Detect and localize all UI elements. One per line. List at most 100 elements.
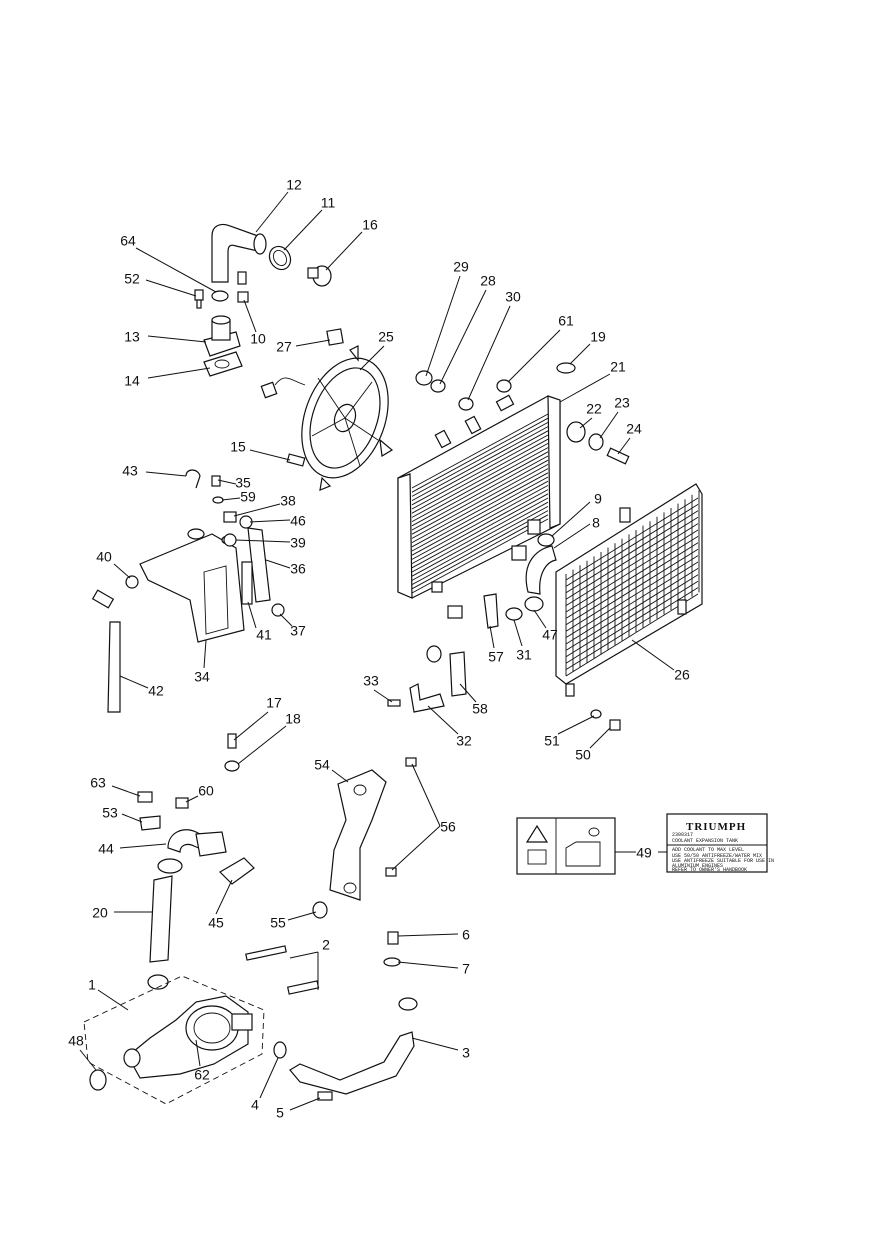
fin: [411, 489, 549, 564]
bracket-32: [409, 683, 445, 713]
gasket-14: [203, 351, 243, 377]
bolt-52: [194, 289, 204, 309]
grommet-22-low: [426, 645, 442, 663]
leader-47: [533, 609, 547, 629]
callout-25: 25: [378, 329, 394, 345]
bolt-63: [137, 791, 153, 803]
leader-16: [325, 231, 363, 271]
callout-2: 2: [322, 937, 330, 953]
washer-61: [496, 379, 512, 393]
fin: [411, 476, 549, 552]
mesh-line: [565, 548, 699, 632]
leader-11: [283, 209, 323, 251]
leader-36: [265, 559, 291, 569]
leader-13: [147, 335, 207, 343]
clip-9-right: [398, 997, 418, 1011]
grommet-22-mid: [511, 545, 527, 561]
leader-61: [507, 329, 561, 383]
callout-3: 3: [462, 1045, 470, 1061]
fin: [411, 451, 549, 527]
mesh-line: [565, 555, 699, 638]
pipe-44: [167, 829, 227, 857]
hose-20: [149, 875, 173, 963]
callout-59: 59: [240, 489, 256, 505]
callout-48: 48: [68, 1033, 84, 1049]
o-ring-48: [89, 1069, 107, 1091]
top-hose: [211, 223, 267, 283]
leader-23: [599, 411, 619, 439]
callout-29: 29: [453, 259, 469, 275]
callout-61: 61: [558, 313, 574, 329]
callout-57: 57: [488, 649, 504, 665]
leader-40: [113, 563, 131, 579]
fin: [411, 455, 549, 531]
leader-50: [589, 727, 611, 749]
hose-42: [107, 621, 121, 713]
callout-11: 11: [321, 195, 336, 211]
callout-9: 9: [594, 491, 602, 507]
mesh-line: [565, 542, 699, 626]
leader-35: [217, 479, 237, 485]
clip-9-upper: [537, 533, 555, 547]
leader-24: [617, 437, 631, 455]
leader-56: [411, 763, 441, 827]
fin: [411, 493, 549, 569]
callout-15: 15: [230, 439, 246, 455]
leader-34: [203, 639, 207, 669]
callout-53: 53: [102, 805, 118, 821]
side-cover-54: [329, 769, 387, 901]
washer-59: [212, 496, 224, 504]
fin: [411, 422, 549, 497]
leader-10: [243, 299, 257, 333]
label-line1: ADD COOLANT TO MAX LEVEL: [672, 847, 744, 853]
callout-51: 51: [544, 733, 560, 749]
label-brand: TRIUMPH: [686, 821, 746, 833]
label-line2: USE 50/50 ANTIFREEZE/WATER MIX: [672, 853, 762, 859]
fin: [411, 497, 549, 573]
callout-31: 31: [516, 647, 532, 663]
leader-25: [359, 345, 385, 371]
leader-1: [97, 989, 129, 1011]
leader-44: [119, 843, 167, 849]
elbow-38-lower: [91, 589, 115, 609]
leader-2: [289, 951, 319, 959]
grommet-22-right: [566, 421, 586, 443]
fin: [411, 501, 549, 577]
callout-17: 17: [266, 695, 282, 711]
mesh-line: [565, 593, 699, 677]
bolt-56-top: [405, 757, 417, 767]
mesh-line: [565, 536, 699, 619]
callout-19: 19: [590, 329, 606, 345]
callout-26: 26: [674, 667, 690, 683]
leader-64: [135, 247, 217, 293]
fin: [411, 514, 549, 590]
mesh-line: [565, 587, 699, 670]
clip-43: [185, 469, 201, 489]
leader-42: [119, 675, 149, 689]
grommet-37: [271, 603, 285, 617]
fin: [411, 447, 549, 522]
mesh-line: [565, 580, 699, 664]
fin: [411, 434, 549, 510]
leader-60: [185, 795, 199, 803]
leader-38: [233, 503, 281, 517]
leader-lines: [79, 191, 675, 1111]
callout-7: 7: [462, 961, 470, 977]
elbow-38: [223, 511, 237, 523]
callout-12: 12: [286, 177, 302, 193]
fin: [411, 510, 549, 585]
screw-35: [211, 475, 221, 487]
grommet-19: [556, 362, 576, 374]
callout-41: 41: [256, 627, 272, 643]
leader-54: [331, 769, 349, 783]
leader-29: [425, 275, 461, 377]
gasket-45: [219, 857, 255, 885]
leader-62: [195, 1039, 201, 1067]
callout-60: 60: [198, 783, 214, 799]
callout-10: 10: [250, 331, 266, 347]
callout-5: 5: [276, 1105, 284, 1121]
leader-17: [233, 711, 269, 741]
callout-37: 37: [290, 623, 306, 639]
